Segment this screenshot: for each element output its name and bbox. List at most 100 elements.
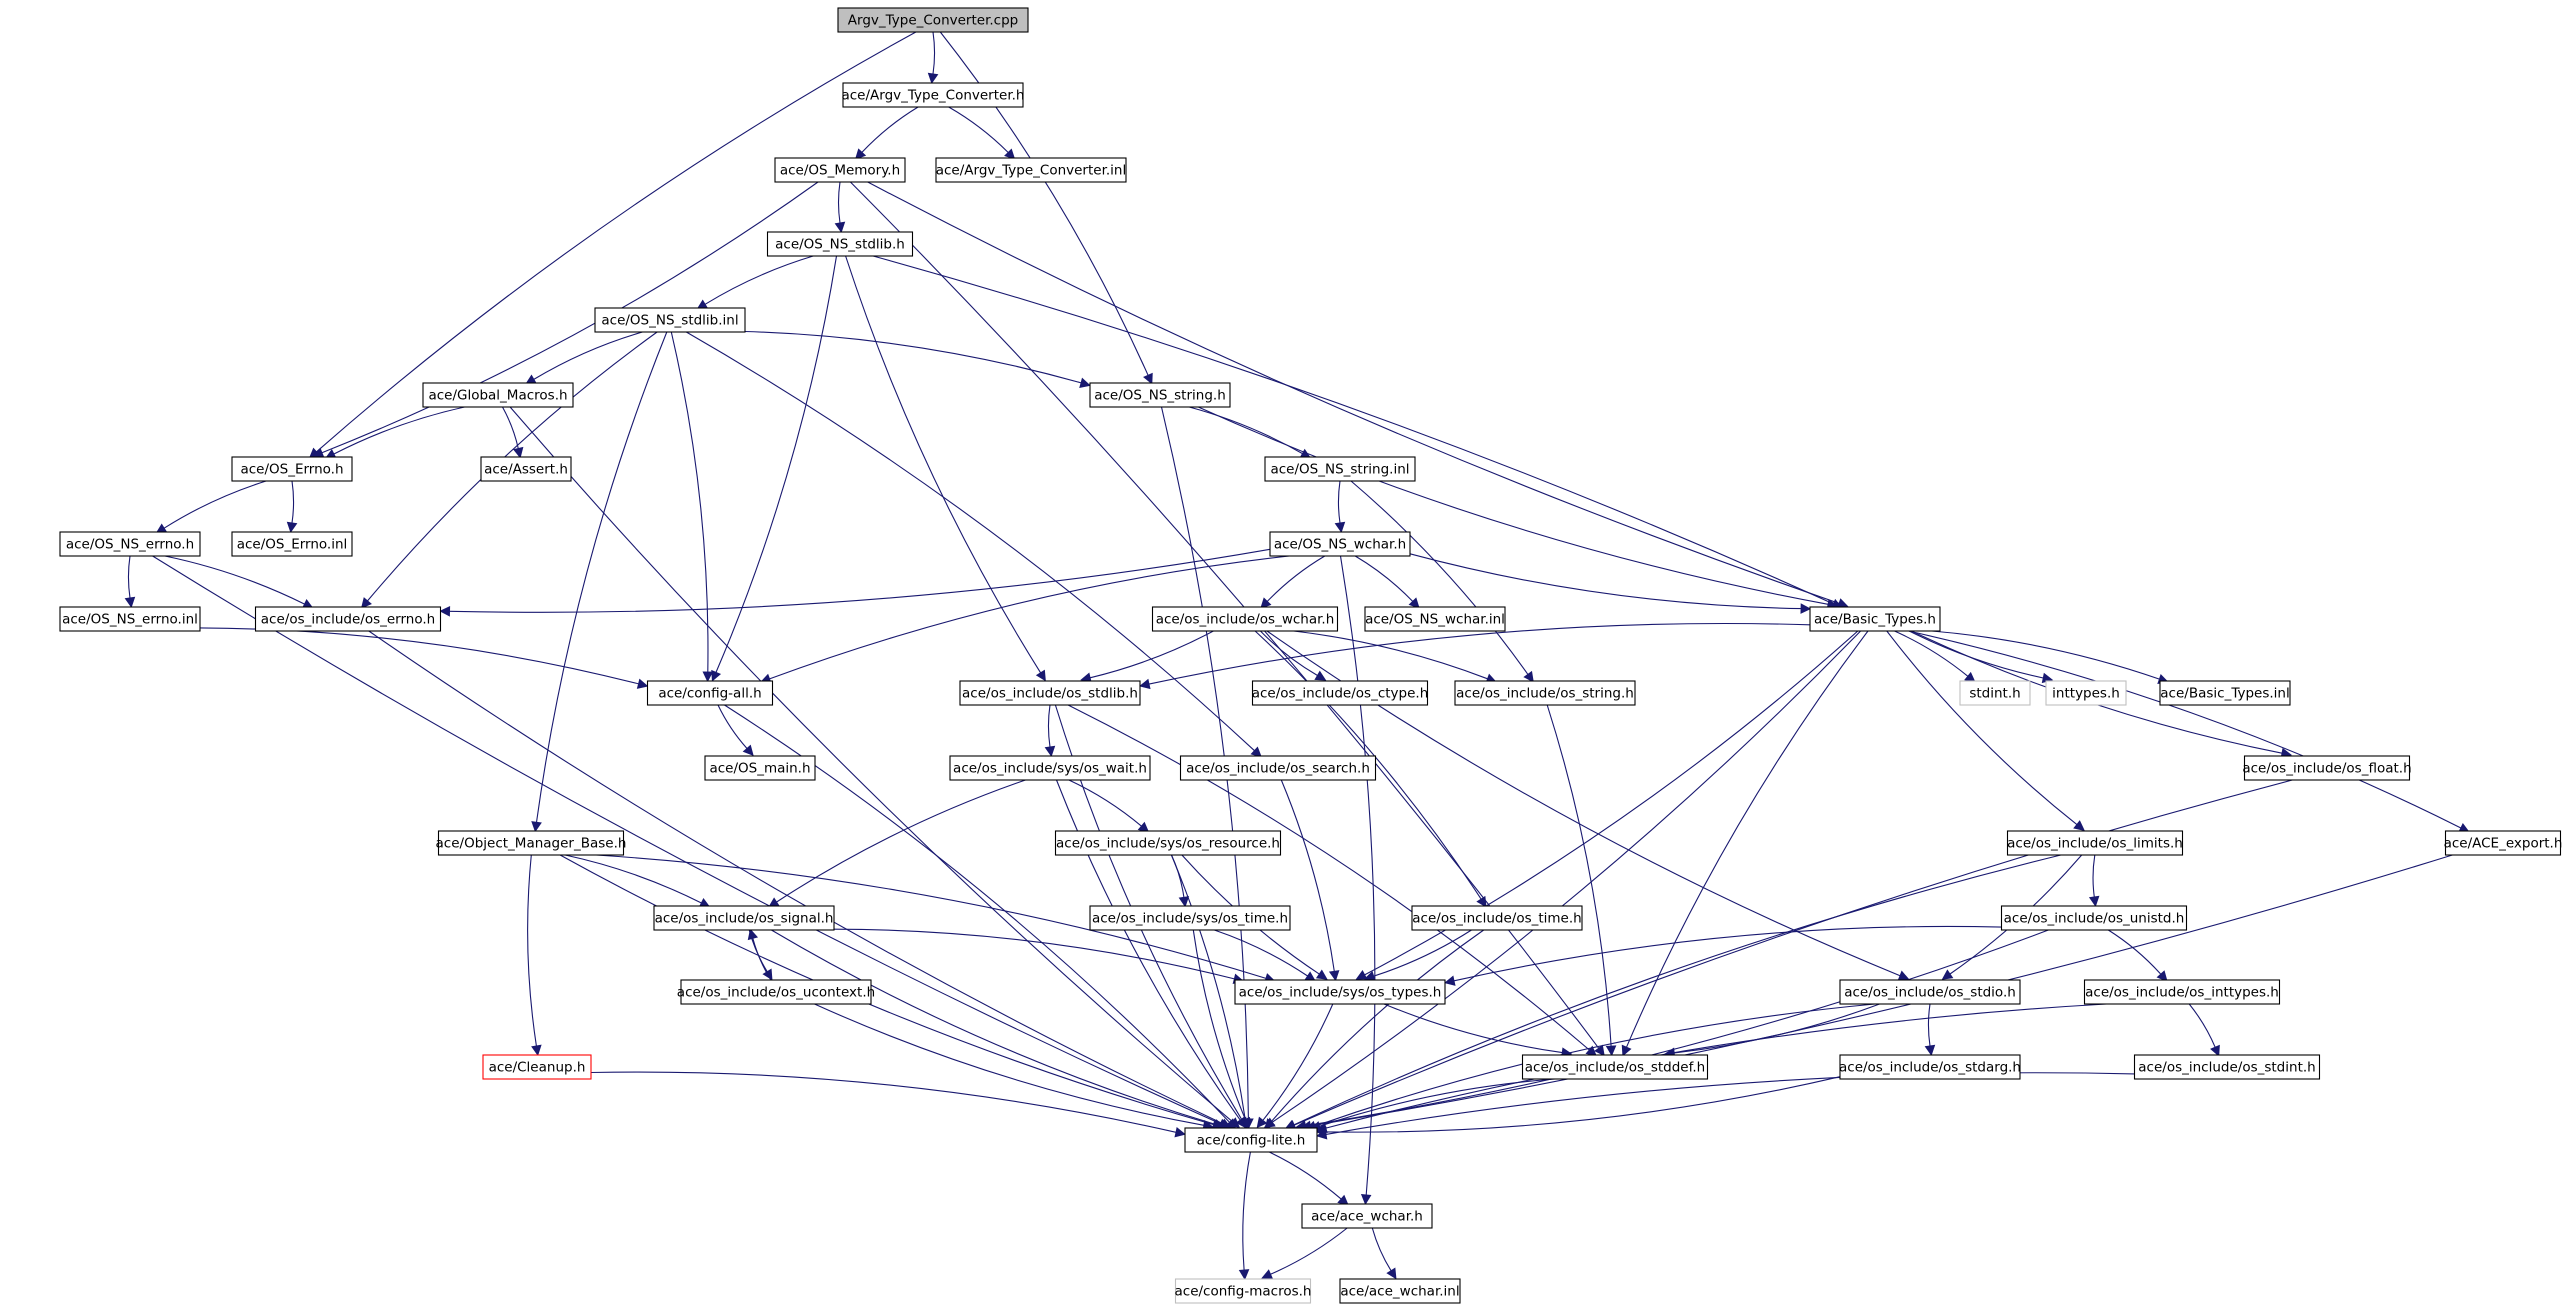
node-box[interactable] — [231, 531, 353, 557]
node-ace-wchar-inl[interactable]: ace/ace_wchar.inl — [1339, 1278, 1461, 1304]
node-box[interactable] — [680, 979, 872, 1005]
node-box[interactable] — [2006, 830, 2184, 856]
node-box[interactable] — [1184, 1127, 1318, 1153]
node-box[interactable] — [1174, 1278, 1312, 1304]
node-box[interactable] — [59, 531, 201, 557]
node-global-macros[interactable]: ace/Global_Macros.h — [422, 382, 574, 408]
node-box[interactable] — [2243, 755, 2411, 781]
node-box[interactable] — [1521, 1054, 1709, 1080]
node-atc-h[interactable]: ace/Argv_Type_Converter.h — [841, 82, 1025, 108]
node-box[interactable] — [766, 231, 914, 257]
node-os-ns-errno-inl[interactable]: ace/OS_NS_errno.inl — [59, 606, 201, 632]
node-box[interactable] — [2000, 905, 2188, 931]
node-inc-os-ctype[interactable]: ace/os_include/os_ctype.h — [1251, 680, 1429, 706]
node-inc-os-stdio[interactable]: ace/os_include/os_stdio.h — [1839, 979, 2021, 1005]
node-box[interactable] — [594, 307, 746, 333]
node-box[interactable] — [837, 7, 1029, 33]
node-inc-os-string[interactable]: ace/os_include/os_string.h — [1454, 680, 1636, 706]
node-box[interactable] — [1054, 830, 1282, 856]
node-box[interactable] — [1089, 905, 1291, 931]
node-inc-os-search[interactable]: ace/os_include/os_search.h — [1179, 755, 1377, 781]
node-atc-inl[interactable]: ace/Argv_Type_Converter.inl — [935, 157, 1127, 183]
node-box[interactable] — [959, 680, 1141, 706]
node-inc-os-stddef[interactable]: ace/os_include/os_stddef.h — [1521, 1054, 1709, 1080]
node-inc-os-unistd[interactable]: ace/os_include/os_unistd.h — [2000, 905, 2188, 931]
node-stdint-h[interactable]: stdint.h — [1959, 680, 2031, 706]
node-box[interactable] — [935, 157, 1127, 183]
node-os-ns-wchar-h[interactable]: ace/OS_NS_wchar.h — [1269, 531, 1411, 557]
node-box[interactable] — [482, 1054, 592, 1080]
node-cleanup-h[interactable]: ace/Cleanup.h — [482, 1054, 592, 1080]
node-os-memory[interactable]: ace/OS_Memory.h — [774, 157, 906, 183]
node-box[interactable] — [480, 456, 572, 482]
node-os-ns-wchar-inl[interactable]: ace/OS_NS_wchar.inl — [1364, 606, 1506, 632]
node-inc-sys-types[interactable]: ace/os_include/sys/os_types.h — [1234, 979, 1446, 1005]
node-box[interactable] — [1234, 979, 1446, 1005]
node-os-ns-string-inl[interactable]: ace/OS_NS_string.inl — [1264, 456, 1416, 482]
node-box[interactable] — [2133, 1054, 2321, 1080]
node-inc-os-float[interactable]: ace/os_include/os_float.h — [2242, 755, 2412, 781]
node-box[interactable] — [1809, 606, 1941, 632]
node-box[interactable] — [2083, 979, 2281, 1005]
node-box[interactable] — [1839, 1054, 2021, 1080]
node-assert-h[interactable]: ace/Assert.h — [480, 456, 572, 482]
node-box[interactable] — [774, 157, 906, 183]
node-inc-os-time[interactable]: ace/os_include/os_time.h — [1411, 905, 1583, 931]
node-inc-sys-wait[interactable]: ace/os_include/sys/os_wait.h — [949, 755, 1151, 781]
node-inc-os-stdint[interactable]: ace/os_include/os_stdint.h — [2133, 1054, 2321, 1080]
node-box[interactable] — [1301, 1203, 1433, 1229]
node-inc-sys-time[interactable]: ace/os_include/sys/os_time.h — [1089, 905, 1291, 931]
node-inc-os-limits[interactable]: ace/os_include/os_limits.h — [2006, 830, 2184, 856]
node-inttypes-h[interactable]: inttypes.h — [2045, 680, 2127, 706]
node-ace-wchar-h[interactable]: ace/ace_wchar.h — [1301, 1203, 1433, 1229]
node-box[interactable] — [1411, 905, 1583, 931]
node-inc-sys-resource[interactable]: ace/os_include/sys/os_resource.h — [1054, 830, 1282, 856]
node-box[interactable] — [1454, 680, 1636, 706]
node-inc-os-wchar[interactable]: ace/os_include/os_wchar.h — [1151, 606, 1339, 632]
node-config-lite[interactable]: ace/config-lite.h — [1184, 1127, 1318, 1153]
node-box[interactable] — [1179, 755, 1377, 781]
node-box[interactable] — [1959, 680, 2031, 706]
node-ace-export[interactable]: ace/ACE_export.h — [2444, 830, 2563, 856]
node-box[interactable] — [1269, 531, 1411, 557]
node-inc-os-errno[interactable]: ace/os_include/os_errno.h — [254, 606, 442, 632]
node-os-ns-stdlib-h[interactable]: ace/OS_NS_stdlib.h — [766, 231, 914, 257]
node-inc-os-signal[interactable]: ace/os_include/os_signal.h — [653, 905, 835, 931]
node-object-manager-base[interactable]: ace/Object_Manager_Base.h — [436, 830, 627, 856]
node-os-ns-errno-h[interactable]: ace/OS_NS_errno.h — [59, 531, 201, 557]
node-inc-os-stdarg[interactable]: ace/os_include/os_stdarg.h — [1839, 1054, 2021, 1080]
node-basic-types-h[interactable]: ace/Basic_Types.h — [1809, 606, 1941, 632]
node-box[interactable] — [704, 755, 816, 781]
node-inc-os-inttypes[interactable]: ace/os_include/os_inttypes.h — [2083, 979, 2281, 1005]
node-root[interactable]: Argv_Type_Converter.cpp — [837, 7, 1029, 33]
node-box[interactable] — [842, 82, 1024, 108]
node-box[interactable] — [2045, 680, 2127, 706]
node-box[interactable] — [2159, 680, 2291, 706]
node-config-all[interactable]: ace/config-all.h — [646, 680, 774, 706]
node-box[interactable] — [59, 606, 201, 632]
node-box[interactable] — [422, 382, 574, 408]
node-inc-os-ucontext[interactable]: ace/os_include/os_ucontext.h — [677, 979, 875, 1005]
node-box[interactable] — [1364, 606, 1506, 632]
node-box[interactable] — [2444, 830, 2562, 856]
node-os-errno-inl[interactable]: ace/OS_Errno.inl — [231, 531, 353, 557]
node-box[interactable] — [1089, 382, 1231, 408]
node-box[interactable] — [646, 680, 774, 706]
node-box[interactable] — [231, 456, 353, 482]
node-box[interactable] — [1264, 456, 1416, 482]
node-box[interactable] — [1339, 1278, 1461, 1304]
node-box[interactable] — [254, 606, 442, 632]
node-os-errno-h[interactable]: ace/OS_Errno.h — [231, 456, 353, 482]
node-config-macros[interactable]: ace/config-macros.h — [1174, 1278, 1312, 1304]
node-os-ns-string-h[interactable]: ace/OS_NS_string.h — [1089, 382, 1231, 408]
node-box[interactable] — [437, 830, 625, 856]
node-basic-types-inl[interactable]: ace/Basic_Types.inl — [2159, 680, 2291, 706]
node-box[interactable] — [949, 755, 1151, 781]
node-os-main[interactable]: ace/OS_main.h — [704, 755, 816, 781]
node-inc-os-stdlib[interactable]: ace/os_include/os_stdlib.h — [959, 680, 1141, 706]
node-os-ns-stdlib-inl[interactable]: ace/OS_NS_stdlib.inl — [594, 307, 746, 333]
node-box[interactable] — [653, 905, 835, 931]
node-box[interactable] — [1251, 680, 1429, 706]
node-box[interactable] — [1151, 606, 1339, 632]
node-box[interactable] — [1839, 979, 2021, 1005]
